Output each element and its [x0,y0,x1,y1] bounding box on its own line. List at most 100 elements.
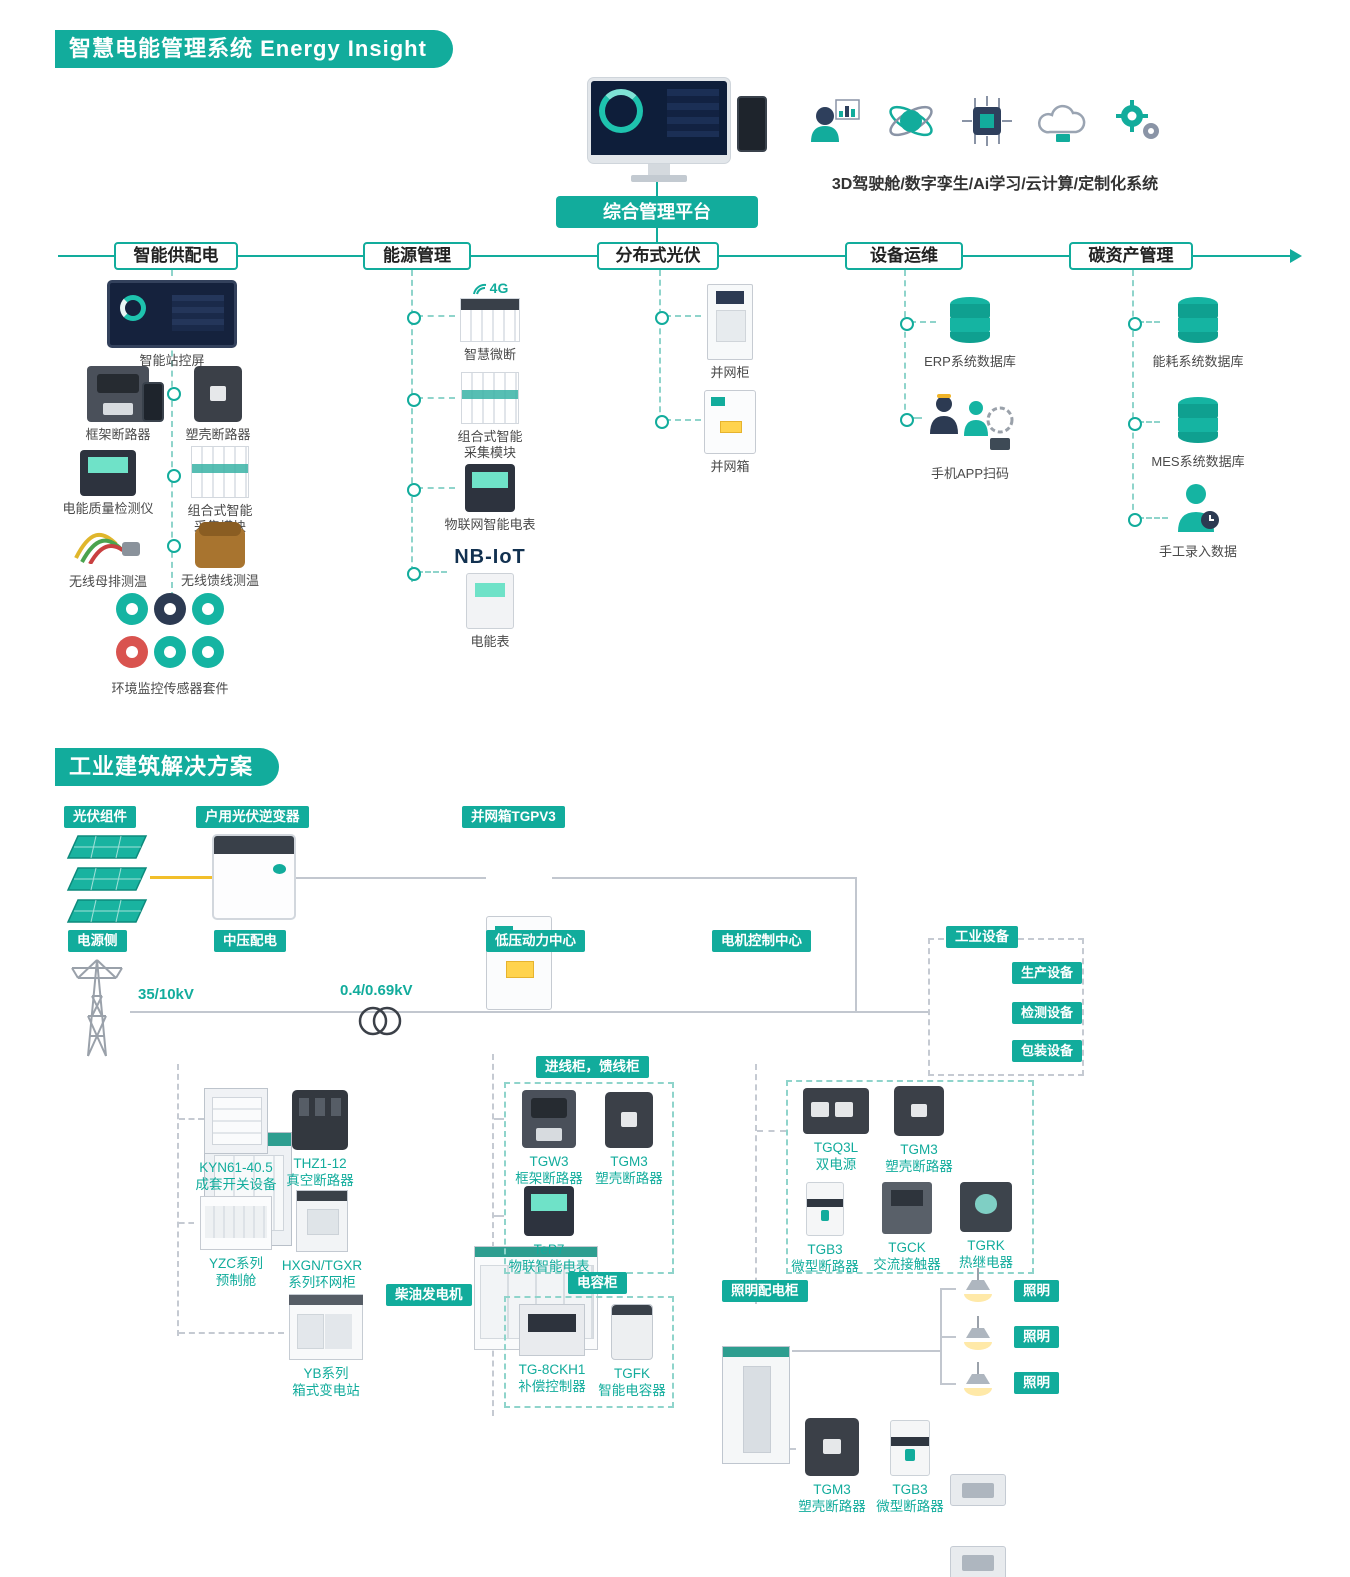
energy-meter-item: NB-IoT 电能表 [440,546,540,650]
kyn-label-1: KYN61-40.5 [199,1160,273,1175]
grid-box-tgpv3-tag: 并网箱TGPV3 [462,806,565,828]
lighting-tag-3: 照明 [1014,1372,1059,1394]
yb-item: YB系列 箱式变电站 [282,1294,370,1399]
kv-high-label: 35/10kV [138,986,194,1003]
lighting-feed-line [792,1350,940,1352]
node [407,483,421,497]
grid-cabinet-image [707,284,753,360]
tgfk-item: TGFK 智能电容器 [598,1304,666,1399]
pv-dc-line [150,876,212,879]
tgrk-label-2: 热继电器 [959,1255,1013,1270]
branch4-line [904,270,906,420]
grid-cabinet-item: 并网柜 [698,284,762,381]
app-scan-label: 手机APP扫码 [930,466,1009,481]
tgm3-lighting-item: TGM3 塑壳断路器 [794,1418,870,1515]
station-screen-label: 智能站控屏 [139,353,205,368]
tgq3l-label-1: TGQ3L [813,1140,859,1155]
branch3-line [659,270,661,422]
tgm3-lighting-image [805,1418,859,1476]
top-section-banner: 智慧电能管理系统 Energy Insight [55,30,453,68]
mes-db-item: MES系统数据库 [1146,396,1250,470]
node [407,393,421,407]
stub [665,315,701,317]
ai-chip-icon [960,94,1014,148]
stub [665,419,701,421]
combo-module2-item: 组合式智能 采集模块 [448,372,532,461]
monitor-stand [648,163,670,175]
yzc-item: YZC系列 预制舱 [190,1196,282,1289]
main-bus-arrowhead [1290,249,1302,263]
tgw3-label-1: TGW3 [529,1154,569,1169]
thz-image [292,1090,348,1150]
tgb3-mcc-label-1: TGB3 [807,1242,843,1257]
node [167,539,181,553]
mv-branch-line [177,1064,179,1336]
frame-breaker-image [87,366,149,422]
incoming-feeder-tag: 进线柜，馈线柜 [536,1056,649,1078]
tep7-label-2: 物联智能电表 [508,1259,590,1274]
yzc-label-1: YZC系列 [209,1256,263,1271]
tgb3-mcc-item: TGB3 微型断路器 [791,1182,859,1275]
node [655,311,669,325]
tgm3-mcc-label-2: 塑壳断路器 [885,1159,953,1174]
monitor-screen [588,78,730,163]
digital-twin-atom-icon [884,94,938,148]
cockpit-person-icon [808,94,862,148]
lighting-panel-tag: 照明配电柜 [722,1280,808,1302]
env-sensors-item: 环境监控传感器套件 [92,590,248,697]
hxgn-image [296,1190,348,1252]
tgb3-lighting-label-2: 微型断路器 [876,1499,944,1514]
pq-meter-image [80,450,136,496]
yb-image [288,1294,364,1360]
stub [940,1336,956,1338]
combo-module-image [191,446,249,498]
station-screen-item: 智能站控屏 [107,280,237,369]
combo-module2-label-2: 采集模块 [463,445,516,460]
feeder-temp-image [195,521,245,568]
4g-icon: 4G [472,278,509,296]
thz-label-1: THZ1-12 [293,1156,347,1171]
stub [417,571,447,573]
stub [940,1288,956,1290]
thz-label-2: 真空断路器 [286,1173,354,1188]
busbar-temp-item: 无线母排测温 [58,524,158,590]
industrial-tag: 工业设备 [946,926,1018,948]
tgb3-mcc-image [806,1182,844,1236]
stub [494,1118,504,1120]
tep7-image [524,1186,574,1236]
4g-label: 4G [489,280,509,296]
person-clock-icon [1175,482,1221,539]
energy-db-label: 能耗系统数据库 [1152,354,1244,369]
branch-energy-mgmt: 能源管理 [363,242,471,270]
packaging-equipment-tag: 包装设备 [1012,1040,1083,1062]
tgm3-incoming-item: TGM3 塑壳断路器 [594,1092,664,1187]
tgm3-lighting-label-2: 塑壳断路器 [798,1499,866,1514]
iot-meter-label: 物联网智能电表 [444,517,536,532]
yb-label-2: 箱式变电站 [292,1383,360,1398]
workers-icon [924,386,1016,461]
env-sensors-label: 环境监控传感器套件 [111,681,229,696]
platform-connector-top [656,182,658,196]
tgm3-mcc-item: TGM3 塑壳断路器 [884,1086,954,1175]
testing-equipment-image [950,1546,1006,1577]
tgb3-lighting-image [890,1420,930,1476]
tgb3-lighting-label-1: TGB3 [892,1482,928,1497]
node [167,469,181,483]
manual-entry-label: 手工录入数据 [1158,544,1237,559]
lamp-icon [956,1362,1000,1407]
branch-carbon-mgmt: 碳资产管理 [1069,242,1193,270]
inverter-gridbox-line [294,877,486,879]
tgfk-image [611,1304,653,1360]
hxgn-item: HXGN/TGXR 系列环网柜 [280,1190,364,1291]
mcc-tag: 电机控制中心 [712,930,811,952]
camera-icon [154,593,186,625]
node [900,317,914,331]
env-sensor-icons [110,590,230,676]
feeder-temp-item: 无线馈线测温 [176,520,264,589]
lamp-icon [956,1316,1000,1361]
tgb3-mcc-label-2: 微型断路器 [791,1259,859,1274]
yb-label-1: YB系列 [303,1366,349,1381]
solar-panels-image [66,832,150,933]
tgfk-label-1: TGFK [614,1366,650,1381]
hxgn-label-1: HXGN/TGXR [281,1258,363,1273]
